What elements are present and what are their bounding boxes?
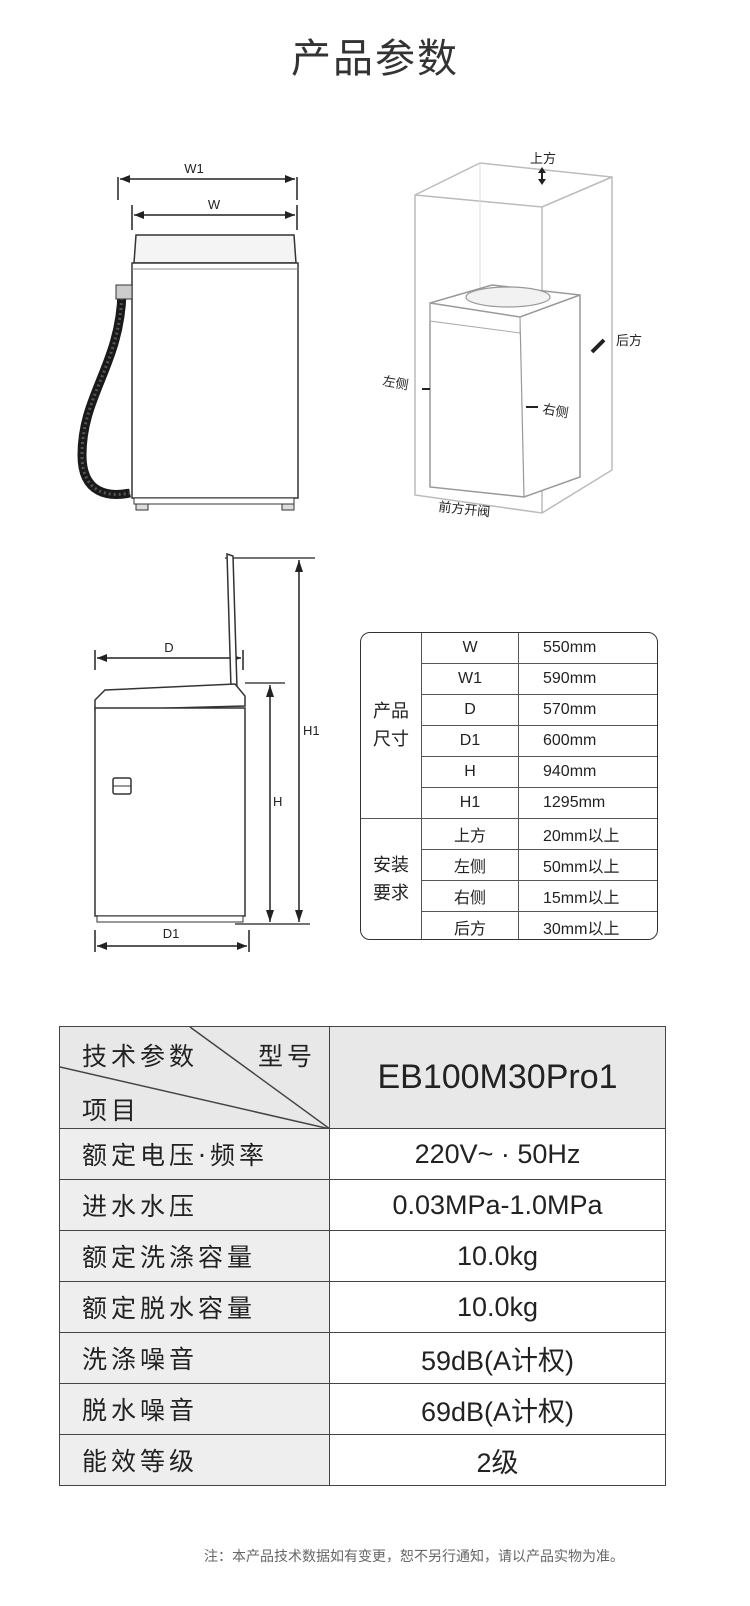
left-label: 左侧 [381,374,409,393]
page-title: 产品参数 [291,36,459,82]
front-view-diagram: W1 W [70,155,320,525]
dimension-key: D [421,694,519,726]
top-label: 上方 [530,151,556,167]
spec-name: 洗涤噪音 [59,1332,330,1384]
spec-value: 220V~ · 50Hz [329,1128,666,1180]
dimension-value: 590mm [518,663,657,695]
spec-header-cell: 技术参数 型号 项目 [59,1026,330,1129]
header-model-label: 型号 [258,1042,317,1071]
dimension-key: H1 [421,787,519,819]
header-tech-label: 技术参数 [82,1042,199,1071]
spec-value: 0.03MPa-1.0MPa [329,1179,666,1231]
install-clearance-diagram: 上方 后方 左侧 右侧 前方开阀 [370,145,670,520]
d-label: D [164,640,173,655]
spec-name: 能效等级 [59,1434,330,1486]
back-label: 后方 [616,333,642,349]
size-group-label: 产品尺寸 [361,633,422,819]
header-item-label: 项目 [82,1096,141,1125]
footnote: 注：本产品技术数据如有变更，恕不另行通知，请以产品实物为准。 [204,1549,624,1565]
w1-label: W1 [184,161,204,176]
spec-header-row: 技术参数 型号 项目 EB100M30Pro1 [59,1026,666,1129]
group-label-line: 产品 [373,700,409,722]
dimension-key: W [421,633,519,664]
spec-name: 额定脱水容量 [59,1281,330,1333]
header-diagonals [60,1027,330,1129]
front-label: 前方开阀 [438,499,491,520]
h1-label: H1 [303,723,320,738]
dimension-key: D1 [421,725,519,757]
dimension-key: H [421,756,519,788]
spec-value: 69dB(A计权) [329,1383,666,1435]
right-label: 右侧 [541,402,569,421]
dimension-value: 15mm以上 [518,880,657,912]
group-label-line: 安装 [373,855,409,877]
group-label-line: 要求 [373,883,409,905]
model-value: EB100M30Pro1 [329,1026,666,1129]
install-group-label: 安装要求 [361,818,422,939]
spec-name: 额定洗涤容量 [59,1230,330,1282]
spec-value: 59dB(A计权) [329,1332,666,1384]
w-label: W [208,197,221,212]
dimension-value: 30mm以上 [518,911,657,939]
spec-value: 2级 [329,1434,666,1486]
dimension-value: 1295mm [518,787,657,819]
group-label-line: 尺寸 [373,728,409,750]
dimension-key: 左侧 [421,849,519,881]
dimension-value: 570mm [518,694,657,726]
dimension-value: 600mm [518,725,657,757]
d1-label: D1 [163,926,180,941]
side-view-diagram: H1 H D D1 [85,550,340,960]
spec-name: 进水水压 [59,1179,330,1231]
dimension-key: W1 [421,663,519,695]
spec-name: 额定电压·频率 [59,1128,330,1180]
dimension-value: 550mm [518,633,657,664]
dimension-value: 940mm [518,756,657,788]
spec-value: 10.0kg [329,1230,666,1282]
dimension-value: 50mm以上 [518,849,657,881]
dimension-key: 右侧 [421,880,519,912]
spec-name: 脱水噪音 [59,1383,330,1435]
dimension-key: 后方 [421,911,519,939]
dimension-key: 上方 [421,818,519,850]
dimension-value: 20mm以上 [518,818,657,850]
spec-value: 10.0kg [329,1281,666,1333]
h-label: H [273,794,282,809]
